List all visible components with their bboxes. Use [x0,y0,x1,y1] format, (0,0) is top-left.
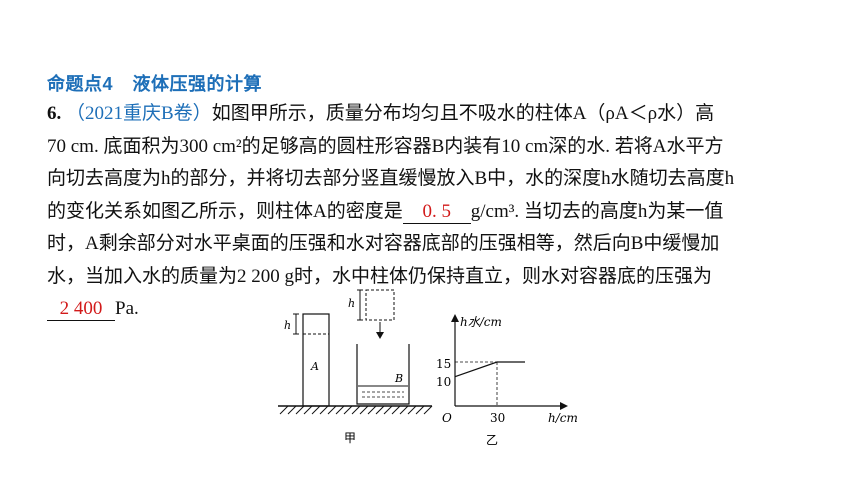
answer-blank-pressure: 2 400 [47,298,115,321]
answer-unit: Pa. [115,298,139,319]
problem-text: 6. （2021重庆B卷）如图甲所示，质量分布均匀且不吸水的柱体A（ρA＜ρ水）… [47,98,827,326]
y-axis-arrow [451,314,459,322]
answer-density: 0. 5 [422,200,451,222]
table-hatching [279,405,433,415]
y-tick-10: 10 [436,375,451,389]
x-axis-arrow [560,402,568,410]
caption-yi: 乙 [486,433,498,447]
cylinder-A [302,313,330,407]
section-heading: 命题点4 液体压强的计算 [47,70,262,96]
heading-number: 命题点4 [47,74,114,94]
caption-jia: 甲 [344,431,356,445]
y-axis-label: h水/cm [460,315,502,329]
label-h-top: h [348,297,355,310]
problem-line-4-before: 的变化关系如图乙所示，则柱体A的密度是 [47,200,403,222]
figure-b: h水/cm O h/cm 15 10 30 乙 [436,314,578,447]
cut-piece [365,289,395,321]
problem-line-7: 2 400 Pa. [47,293,827,326]
problem-line-4-after: g/cm³. 当切去的高度h为某一值 [470,200,724,222]
problem-line-1: 6. （2021重庆B卷）如图甲所示，质量分布均匀且不吸水的柱体A（ρA＜ρ水）… [47,98,827,131]
answer-pressure: 2 400 [59,298,103,319]
label-B: B [394,372,403,385]
problem-line-1-text: 如图甲所示，质量分布均匀且不吸水的柱体A（ρA＜ρ水）高 [211,103,715,124]
figure-a: h A h B 甲 [278,289,433,445]
problem-line-4: 的变化关系如图乙所示，则柱体A的密度是 0. 5 g/cm³. 当切去的高度h为某一… [47,196,827,229]
x-axis-label: h/cm [548,411,578,425]
container-B [356,344,410,405]
y-tick-15: 15 [436,357,451,371]
problem-line-2: 70 cm. 底面积为300 cm²的足够高的圆柱形容器B内装有10 cm深的水… [47,135,724,157]
label-h-left: h [284,319,291,332]
problem-line-6: 水，当加入水的质量为2 200 g时，水中柱体仍保持直立，则水对容器底的压强为 [47,265,713,287]
label-A: A [310,360,319,373]
problem-number: 6. [47,103,62,124]
problem-line-5: 时，A剩余部分对水平桌面的压强和水对容器底部的压强相等，然后向B中缓慢加 [47,233,720,254]
figures: h A h B 甲 h水/cm O h/cm 15 10 30 乙 [278,289,578,447]
x-tick-30: 30 [490,411,505,425]
problem-line-3: 向切去高度为h的部分，并将切去部分竖直缓慢放入B中，水的深度h水随切去高度h [47,168,735,189]
series-line [454,361,525,378]
answer-blank-density: 0. 5 [402,200,471,224]
problem-source: （2021重庆B卷） [66,103,212,124]
heading-title: 液体压强的计算 [132,74,263,94]
origin-label: O [442,411,452,425]
